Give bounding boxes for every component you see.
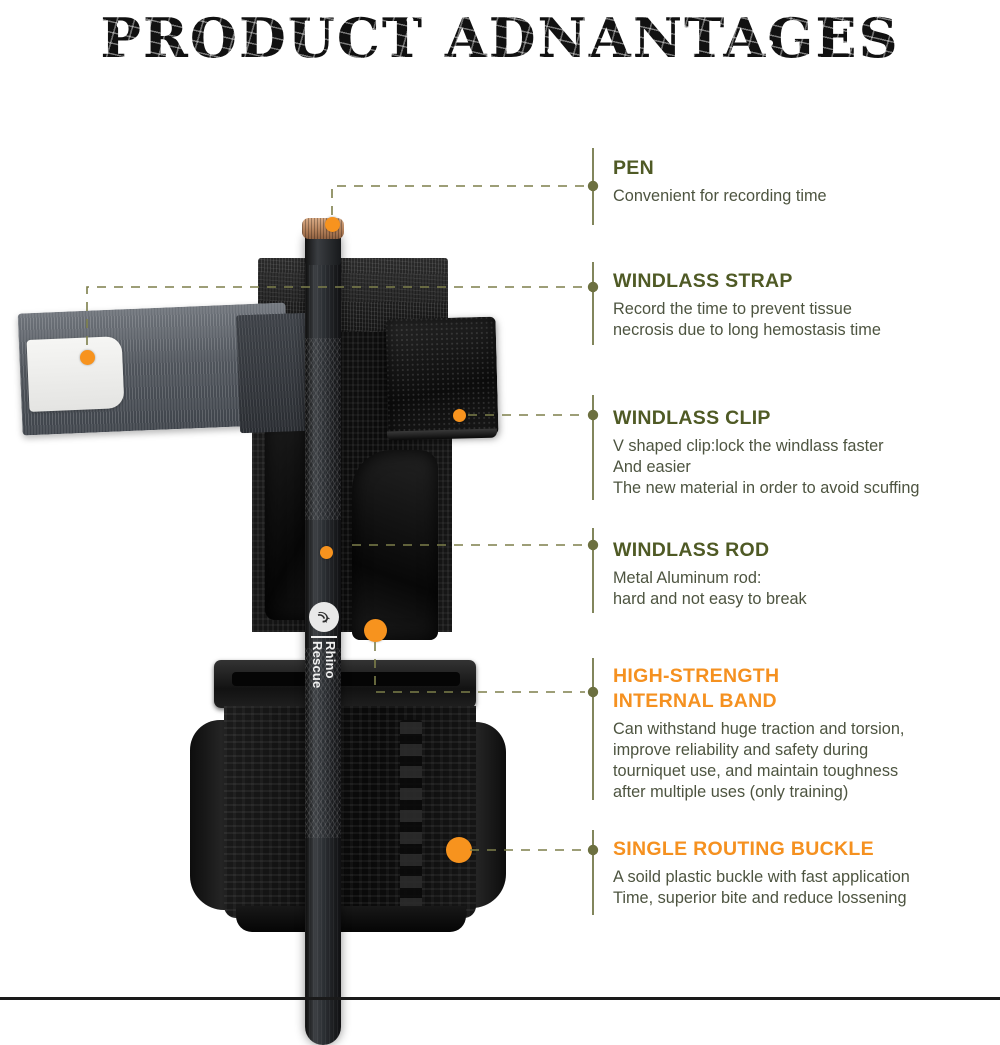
rod-knurl-lower <box>305 648 341 838</box>
callout-windlass-clip-heading: WINDLASS CLIP <box>613 407 771 429</box>
internal-band-webbing <box>400 720 422 910</box>
windlass-rod <box>305 235 341 1045</box>
rhino-rescue-logo-text: Rhino Rescue <box>310 636 338 689</box>
logo-line-1: Rhino <box>323 641 338 679</box>
bottom-rule <box>0 997 1000 1000</box>
callout-internal-band: HIGH-STRENGTH INTERNAL BAND Can withstan… <box>613 664 993 803</box>
pen-cap-hotspot[interactable] <box>325 217 340 232</box>
windlass-clip-hotspot[interactable] <box>453 409 466 422</box>
callout-internal-band-body: Can withstand huge traction and torsion,… <box>613 720 905 801</box>
callout-windlass-rod: WINDLASS ROD Metal Aluminum rod: hard an… <box>613 538 993 610</box>
callout-routing-buckle-heading: SINGLE ROUTING BUCKLE <box>613 838 874 860</box>
callout-pen-body: Convenient for recording time <box>613 187 827 205</box>
callout-routing-buckle: SINGLE ROUTING BUCKLE A soild plastic bu… <box>613 837 993 909</box>
callout-windlass-strap-body: Record the time to prevent tissue necros… <box>613 300 881 339</box>
callout-pen: PEN Convenient for recording time <box>613 156 993 207</box>
callout-windlass-rod-body: Metal Aluminum rod: hard and not easy to… <box>613 569 807 608</box>
windlass-clip-pad <box>385 316 499 438</box>
callout-windlass-clip-body: V shaped clip:lock the windlass faster A… <box>613 437 920 497</box>
gray-strap-hotspot[interactable] <box>80 350 95 365</box>
gray-strap-tail <box>235 312 313 434</box>
internal-band-hotspot[interactable] <box>364 619 387 642</box>
white-time-label <box>26 336 125 412</box>
callout-windlass-clip: WINDLASS CLIP V shaped clip:lock the win… <box>613 406 1000 499</box>
callout-windlass-strap: WINDLASS STRAP Record the time to preven… <box>613 269 993 341</box>
callout-windlass-rod-heading: WINDLASS ROD <box>613 539 770 561</box>
callout-windlass-strap-heading: WINDLASS STRAP <box>613 270 793 292</box>
windlass-rod-hotspot[interactable] <box>320 546 333 559</box>
callout-routing-buckle-body: A soild plastic buckle with fast applica… <box>613 868 910 907</box>
callout-internal-band-heading: HIGH-STRENGTH INTERNAL BAND <box>613 665 780 712</box>
rod-collar <box>305 235 341 265</box>
windlass-clip-edge <box>386 428 498 441</box>
routing-buckle-slot <box>232 672 460 686</box>
routing-buckle-hotspot[interactable] <box>446 837 472 863</box>
logo-line-2: Rescue <box>310 641 325 689</box>
product-photo: Rhino Rescue <box>0 100 600 1045</box>
rod-knurl-upper <box>305 338 341 520</box>
page-title: PRODUCT ADNANTAGES <box>100 6 900 70</box>
callout-pen-heading: PEN <box>613 157 654 179</box>
internal-band-section <box>224 706 476 918</box>
rhino-rescue-logo: Rhino Rescue <box>254 602 394 689</box>
rhino-head-icon <box>309 602 339 632</box>
cuff-bottom-edge <box>236 906 466 932</box>
